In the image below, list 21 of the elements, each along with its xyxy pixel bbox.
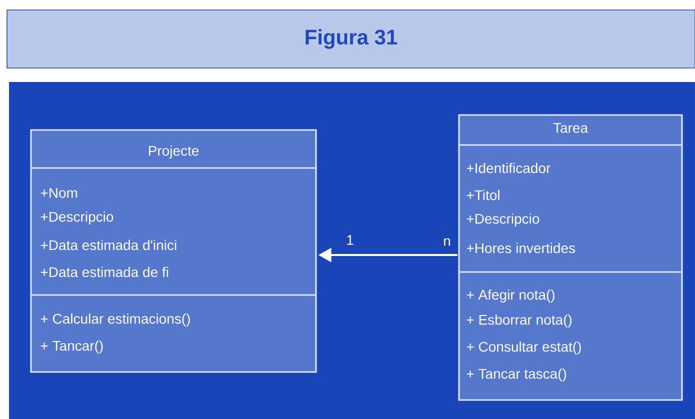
member-text: +Descripcio [466, 213, 540, 227]
member-text: +Data estimada d'inici [40, 240, 176, 250]
member-text: + Consultar estat() [466, 341, 581, 355]
member-text: +Hores invertides [466, 242, 575, 254]
member-text: +Data estimada de fi [40, 266, 168, 278]
title-banner: Figura 31 [6, 10, 695, 68]
member-text: + Afegir nota() [466, 289, 554, 302]
member-text: + Esborrar nota() [466, 314, 572, 328]
class-box [458, 114, 683, 401]
member-text: +Nom [40, 188, 78, 198]
member-text: + Tancar tasca() [466, 368, 566, 382]
multiplicity-label: n [444, 238, 450, 246]
member-text: +Identificador [466, 162, 550, 174]
member-text: + Tancar() [40, 340, 103, 354]
multiplicity-label: 1 [347, 235, 354, 245]
member-text: +Descripcio [40, 211, 114, 225]
class-name: Projecte [148, 145, 199, 159]
member-text: +Titol [466, 190, 500, 200]
class-box [30, 129, 317, 373]
member-text: + Calcular estimacions() [40, 313, 190, 327]
class-name: Tarea [553, 123, 588, 133]
